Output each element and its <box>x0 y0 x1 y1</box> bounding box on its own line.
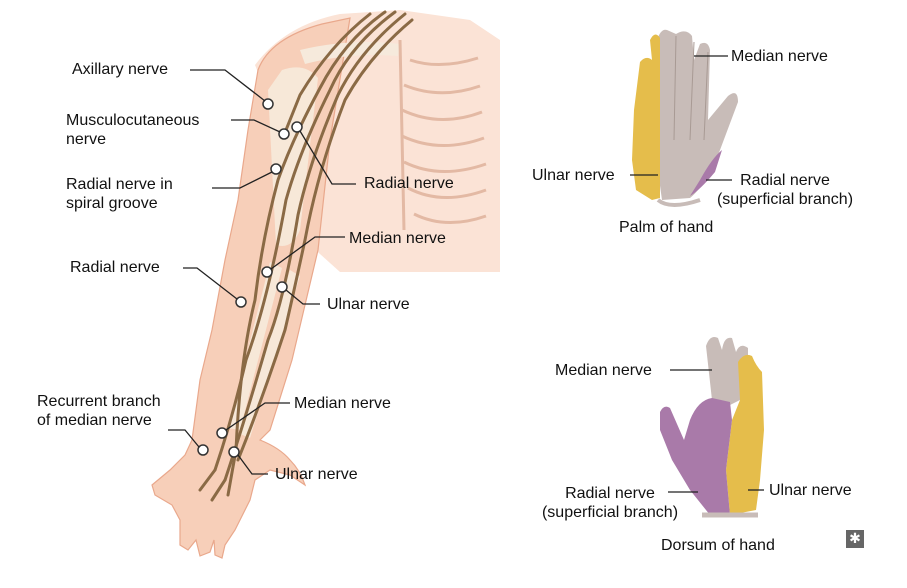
label-ulnar-nerve-wrist: Ulnar nerve <box>275 466 358 483</box>
label-palm-radial-superficial-branch: Radial nerve (superficial branch) <box>716 172 854 208</box>
arm-leader-lines <box>168 69 356 475</box>
label-axillary-nerve: Axillary nerve <box>72 61 169 78</box>
palm-hand-illustration <box>630 29 738 207</box>
marker-radial-upper <box>291 121 303 133</box>
humerus-bone <box>268 67 318 246</box>
marker-radial-forearm <box>235 296 247 308</box>
marker-median-upper <box>261 266 273 278</box>
marker-ulnar-wrist <box>228 446 240 458</box>
label-palm-ulnar-nerve: Ulnar nerve <box>532 167 615 184</box>
marker-recurrent <box>197 444 209 456</box>
marker-ulnar-upper <box>276 281 288 293</box>
ulna-bone <box>240 270 300 438</box>
dorsum-leader-lines <box>668 369 764 493</box>
arm-illustration <box>151 10 500 559</box>
marker-radial-spiral <box>270 163 282 175</box>
label-radial-nerve-forearm: Radial nerve <box>70 259 160 276</box>
label-median-nerve-upper: Median nerve <box>349 230 446 247</box>
palm-leader-lines <box>630 55 732 181</box>
palm-radial-region <box>690 150 722 196</box>
label-palm-median-nerve: Median nerve <box>731 48 828 65</box>
marker-axillary <box>262 98 274 110</box>
marker-musculocutaneous <box>278 128 290 140</box>
palm-ulnar-region <box>632 34 660 200</box>
nerve-markers <box>197 98 303 458</box>
label-radial-nerve-spiral-groove: Radial nerve in spiral groove <box>66 176 173 212</box>
label-musculocutaneous-nerve: Musculocutaneous nerve <box>66 112 200 148</box>
asterisk-icon[interactable]: ✱ <box>846 530 864 548</box>
dorsum-radial-region <box>660 398 732 515</box>
label-median-nerve-wrist: Median nerve <box>294 395 391 412</box>
caption-dorsum-of-hand: Dorsum of hand <box>661 537 775 554</box>
label-recurrent-branch-median-nerve: Recurrent branch of median nerve <box>37 393 161 429</box>
rib-cage <box>398 39 487 231</box>
caption-palm-of-hand: Palm of hand <box>619 219 714 236</box>
label-dorsum-radial-superficial-branch: Radial nerve (superficial branch) <box>541 485 679 521</box>
marker-median-wrist <box>216 427 228 439</box>
dorsum-ulnar-region <box>726 354 764 515</box>
dorsum-hand-illustration <box>660 337 764 518</box>
label-dorsum-median-nerve: Median nerve <box>555 362 652 379</box>
label-ulnar-nerve-upper: Ulnar nerve <box>327 296 410 313</box>
nerve-bundle <box>198 10 414 502</box>
label-dorsum-ulnar-nerve: Ulnar nerve <box>769 482 852 499</box>
dorsum-median-region <box>706 337 748 410</box>
label-radial-nerve-upper: Radial nerve <box>364 175 454 192</box>
